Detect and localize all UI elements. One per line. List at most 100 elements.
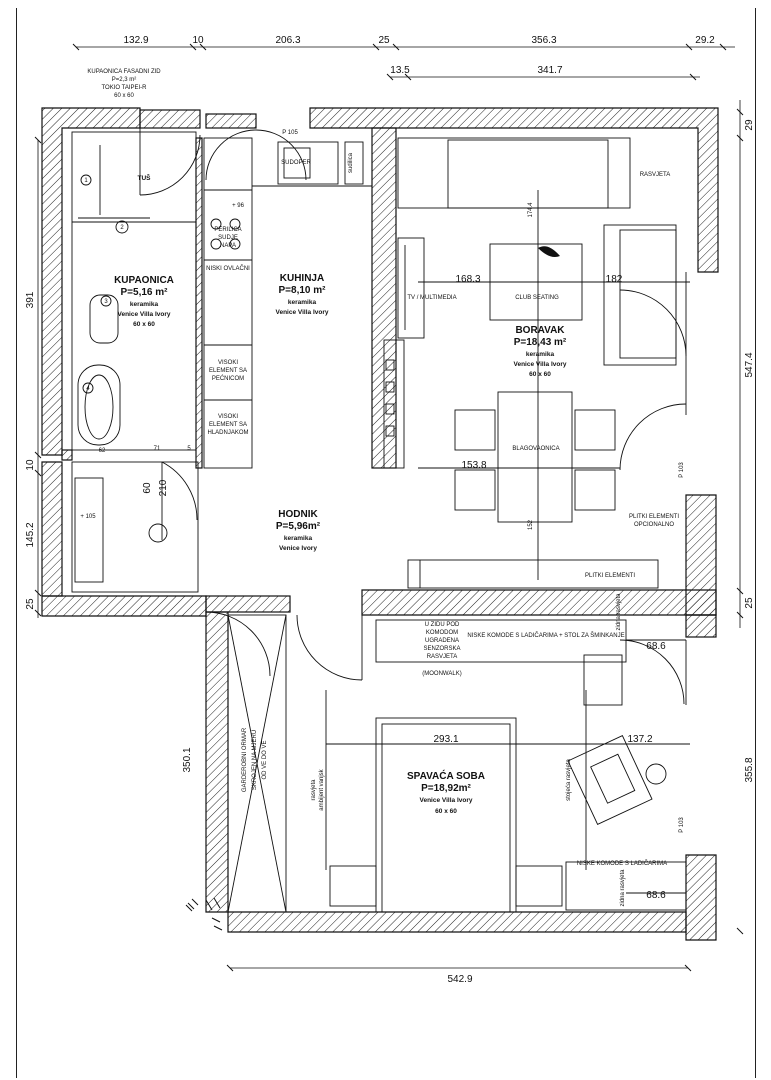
svg-text:ELEMENT SA: ELEMENT SA (209, 422, 247, 428)
svg-text:HLADNJAKOM: HLADNJAKOM (207, 430, 248, 436)
label-sudilica: sudilica (348, 152, 354, 173)
dim-right-3: 25 (744, 597, 755, 609)
dim-68-b: 68.6 (646, 890, 666, 901)
dim-right-2: 547.4 (744, 352, 755, 377)
dim-left-1: 391 (25, 291, 36, 308)
svg-text:PERILICA: PERILICA (214, 227, 241, 233)
svg-text:TOKIO TAIPEI-R: TOKIO TAIPEI-R (101, 85, 147, 91)
svg-text:BORAVAK: BORAVAK (515, 325, 565, 336)
dim-top-1: 132.9 (123, 35, 148, 46)
svg-text:Venice Villa Ivory: Venice Villa Ivory (420, 797, 473, 804)
dim-p103-b: P 103 (679, 817, 685, 833)
dim-137: 137.2 (627, 734, 652, 745)
dim-top-6: 29.2 (695, 35, 715, 46)
label-rasvjeta: RASVJETA (640, 172, 671, 178)
svg-text:NAPA: NAPA (220, 243, 236, 249)
dim-top-5: 356.3 (531, 35, 556, 46)
furniture-labels: TUŠ SUDOPER sudilica PERILICA SUDJE NAPA… (138, 152, 680, 906)
dim-top-inner-1: 13.5 (390, 65, 410, 76)
svg-text:Venice Villa Ivory: Venice Villa Ivory (514, 361, 567, 368)
label-tv: TV / MULTIMEDIA (407, 295, 456, 301)
svg-text:keramika: keramika (284, 535, 313, 542)
dim-top-inner-2: 341.7 (537, 65, 562, 76)
label-niski-ormar: NISKI OVLAČNI (206, 265, 250, 272)
dim-left-5: 350.1 (182, 747, 193, 772)
label-sudoper: SUDOPER (281, 160, 311, 166)
dim-bottom: 542.9 (447, 974, 472, 985)
svg-text:(MOONWALK): (MOONWALK) (422, 671, 461, 677)
svg-text:P=18,43 m²: P=18,43 m² (514, 337, 567, 348)
room-boravak: BORAVAK P=18,43 m² keramika Venice Villa… (514, 325, 567, 378)
dim-71: 71 (154, 446, 161, 452)
room-kuhinja: KUHINJA P=8,10 m² keramika Venice Villa … (276, 273, 329, 316)
svg-text:SUDJE: SUDJE (218, 235, 238, 241)
dim-62: 62 (99, 448, 106, 454)
svg-text:P=2,3 m²: P=2,3 m² (112, 77, 137, 83)
label-club-seating: CLUB SEATING (515, 295, 559, 301)
svg-text:keramika: keramika (288, 299, 317, 306)
dim-right-1: 29 (744, 119, 755, 131)
dim-153: 153.8 (461, 460, 486, 471)
dim-plus96: + 96 (232, 203, 245, 209)
svg-text:SENZORSKA: SENZORSKA (423, 646, 460, 652)
dim-60: 60 (142, 482, 153, 494)
svg-text:OD VE DO VE: OD VE DO VE (262, 740, 268, 779)
label-tus: TUŠ (138, 173, 152, 182)
room-kupaonica: KUPAONICA P=5,16 m² keramika Venice Vill… (114, 275, 174, 328)
walls (41, 107, 719, 941)
svg-text:Venice Villa Ivory: Venice Villa Ivory (118, 311, 171, 318)
dim-p105: P 105 (282, 130, 298, 136)
dim-left-3: 145.2 (25, 522, 36, 547)
svg-text:KOMODOM: KOMODOM (426, 630, 458, 636)
svg-text:OPCIONALNO: OPCIONALNO (634, 522, 674, 528)
dim-68-a: 68.6 (646, 641, 666, 652)
svg-text:VISOKI: VISOKI (218, 360, 238, 366)
svg-text:SPAVAĆA SOBA: SPAVAĆA SOBA (407, 769, 485, 782)
svg-text:keramika: keramika (526, 351, 555, 358)
svg-text:P=5,16 m²: P=5,16 m² (121, 287, 169, 298)
dim-plus105: + 105 (80, 514, 96, 520)
dim-right-4: 355.8 (744, 757, 755, 782)
svg-text:SKROJEN NA MJERU: SKROJEN NA MJERU (252, 730, 258, 790)
svg-text:KUPAONICA FASADNI ZID: KUPAONICA FASADNI ZID (87, 69, 161, 75)
header-note: KUPAONICA FASADNI ZID P=2,3 m² TOKIO TAI… (87, 69, 161, 99)
svg-text:Venice Villa Ivory: Venice Villa Ivory (276, 309, 329, 316)
svg-text:VISOKI: VISOKI (218, 414, 238, 420)
entrance-marks (185, 897, 223, 931)
left-dimensions: 391 10 145.2 25 350.1 (25, 291, 193, 772)
dim-left-2: 10 (25, 459, 36, 471)
svg-text:ambijent vanjsk: ambijent vanjsk (319, 768, 325, 810)
dim-top-2: 10 (192, 35, 204, 46)
svg-text:P=5,96m²: P=5,96m² (276, 521, 321, 532)
svg-text:PLITKI ELEMENTI: PLITKI ELEMENTI (629, 514, 679, 520)
svg-text:KUHINJA: KUHINJA (280, 273, 324, 284)
svg-text:rasvjeta: rasvjeta (311, 779, 317, 801)
right-dimensions: 29 547.4 25 355.8 (744, 119, 755, 783)
fixture-num-3: 3 (104, 299, 108, 305)
svg-text:HODNIK: HODNIK (278, 509, 318, 520)
dim-168: 168.3 (455, 274, 480, 285)
dim-p103-a: P 103 (679, 462, 685, 478)
svg-text:Venice Ivory: Venice Ivory (279, 545, 317, 552)
svg-text:GARDEROBNI ORMAR: GARDEROBNI ORMAR (242, 727, 248, 792)
room-spavaca-soba: SPAVAĆA SOBA P=18,92m² Venice Villa Ivor… (407, 769, 485, 815)
svg-text:60 x 60: 60 x 60 (435, 808, 457, 815)
svg-text:60 x 60: 60 x 60 (114, 93, 134, 99)
label-niske-komode-stol: NISKE KOMODE S LADIČARIMA + STOL ZA ŠMIN… (467, 632, 624, 639)
dim-left-4: 25 (25, 598, 36, 610)
label-zidna-rasvjeta-a: zidna rasvjeta (616, 593, 622, 631)
svg-text:60 x 60: 60 x 60 (529, 371, 551, 378)
svg-text:ELEMENT SA: ELEMENT SA (209, 368, 247, 374)
svg-text:KUPAONICA: KUPAONICA (114, 275, 174, 286)
fixture-num-2: 2 (120, 225, 124, 231)
svg-text:P=18,92m²: P=18,92m² (421, 783, 471, 794)
svg-text:PEĆNICOM: PEĆNICOM (212, 375, 244, 382)
label-stojeca: stojeća rasvjeta (566, 758, 572, 800)
svg-text:U ZIDU POD: U ZIDU POD (425, 622, 460, 628)
svg-text:RASVJETA: RASVJETA (427, 654, 458, 660)
sofa-mark-icon (538, 246, 560, 257)
dim-210: 210 (158, 479, 169, 496)
label-niske-komode: NISKE KOMODE S LADIČARIMA (577, 860, 667, 867)
svg-text:P=8,10 m²: P=8,10 m² (279, 285, 327, 296)
